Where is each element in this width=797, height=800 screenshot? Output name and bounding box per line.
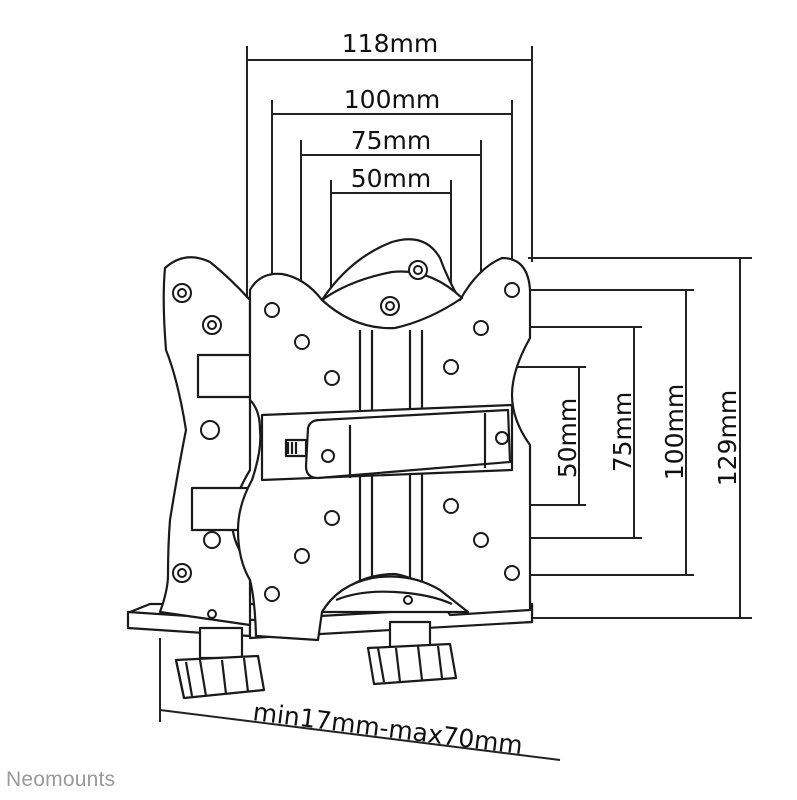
mounting-holes <box>172 260 520 619</box>
height-dimension-lines <box>460 257 752 619</box>
width-100-label: 100mm <box>344 85 440 114</box>
back-plate <box>158 256 252 627</box>
clamp-range-dimension-lines <box>159 638 561 761</box>
height-75-label: 75mm <box>608 392 637 473</box>
width-75-label: 75mm <box>351 126 432 155</box>
height-50-label: 50mm <box>553 398 582 479</box>
width-50-label: 50mm <box>351 164 432 193</box>
clamp-foot-right <box>366 642 458 686</box>
clamp-range-label: min17mm-max70mm <box>251 697 524 760</box>
brand-logo-text: Neomounts <box>6 768 116 791</box>
width-118-label: 118mm <box>342 29 438 58</box>
height-129-label: 129mm <box>713 390 742 486</box>
mount-drawing <box>126 238 534 700</box>
height-100-label: 100mm <box>660 384 689 480</box>
